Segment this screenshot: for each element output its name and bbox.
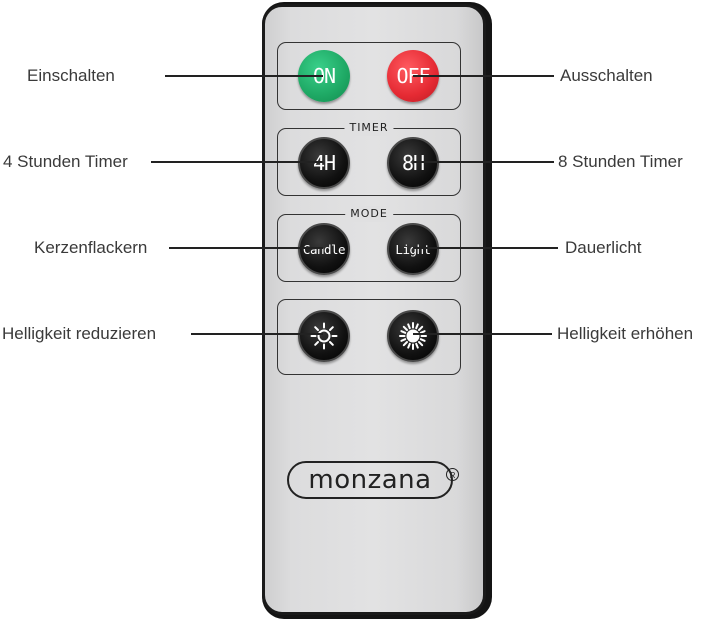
leader-line-on <box>165 75 323 77</box>
label-off: Ausschalten <box>560 66 653 85</box>
label-brightness-down: Helligkeit reduzieren <box>2 324 157 343</box>
on-button[interactable]: ON <box>298 50 350 102</box>
leader-line-timer-4h <box>151 161 323 163</box>
label-on: Einschalten <box>27 66 115 85</box>
brightness-down-button[interactable] <box>298 310 350 362</box>
registered-mark: R <box>446 468 459 481</box>
label-light: Dauerlicht <box>565 238 642 257</box>
label-timer-4h: 4 Stunden Timer <box>3 152 128 171</box>
sun-outline-icon <box>310 322 338 350</box>
leader-line-timer-8h <box>413 161 554 163</box>
leader-line-brightness-up <box>413 333 552 335</box>
timer-8h-button[interactable]: 8H <box>387 137 439 189</box>
leader-line-light <box>413 247 558 249</box>
label-brightness-up: Helligkeit erhöhen <box>557 324 694 343</box>
mode-panel-title: MODE <box>345 206 393 222</box>
sun-filled-icon <box>399 322 427 350</box>
brightness-panel <box>277 299 461 375</box>
leader-line-candle <box>169 247 323 249</box>
label-timer-8h: 8 Stunden Timer <box>558 152 683 171</box>
candle-mode-button[interactable]: Candle <box>298 223 350 275</box>
remote-control-body <box>262 4 486 615</box>
light-mode-button[interactable]: Light <box>387 223 439 275</box>
brightness-up-button[interactable] <box>387 310 439 362</box>
brand-logo-text: monzana <box>308 465 432 495</box>
timer-panel-title: TIMER <box>344 120 394 136</box>
timer-4h-button[interactable]: 4H <box>298 137 350 189</box>
brand-logo: monzana R <box>287 461 459 499</box>
leader-line-brightness-down <box>191 333 323 335</box>
leader-line-off <box>413 75 554 77</box>
label-candle: Kerzenflackern <box>34 238 148 257</box>
